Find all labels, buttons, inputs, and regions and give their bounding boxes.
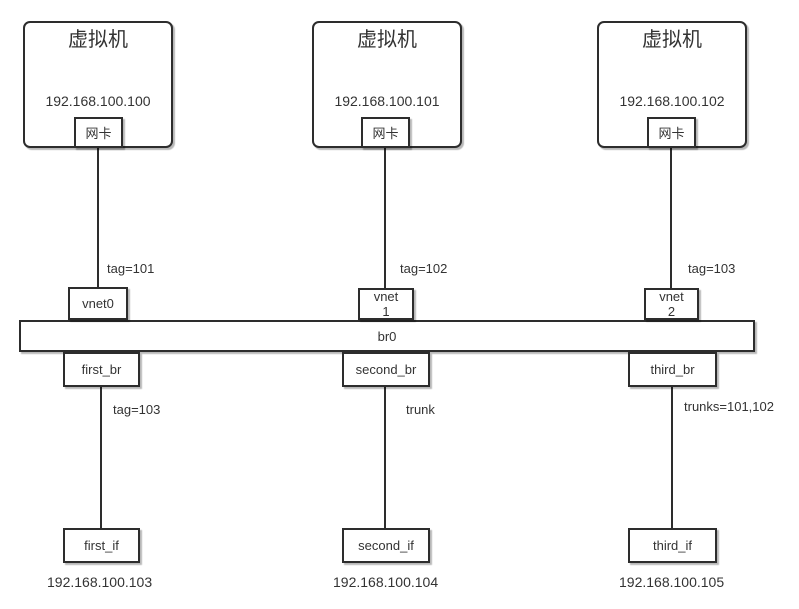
connector-nic3-vnet2 [670, 147, 672, 289]
bridge-br0-bar: br0 [19, 320, 755, 352]
vnet2-box: vnet 2 [644, 288, 699, 320]
vnet1-label: vnet [373, 289, 399, 304]
connector-secondbr-secondif [384, 386, 386, 529]
trunks-label-third-br: trunks=101,102 [684, 399, 774, 414]
vm-box-3: 虚拟机 192.168.100.102 网卡 [597, 21, 747, 148]
vm-box-1: 虚拟机 192.168.100.100 网卡 [23, 21, 173, 148]
vnet1-box: vnet 1 [358, 288, 414, 320]
tag-label-vnet0: tag=101 [107, 261, 155, 276]
second-br-box: second_br [342, 352, 430, 387]
connector-nic2-vnet1 [384, 147, 386, 289]
second-if-ip: 192.168.100.104 [333, 574, 439, 590]
vm2-title: 虚拟机 [357, 29, 417, 51]
vm3-ip: 192.168.100.102 [619, 93, 725, 109]
vm1-title: 虚拟机 [68, 29, 128, 51]
trunk-label-second-br: trunk [406, 402, 435, 417]
vm1-nic-box: 网卡 [74, 117, 123, 148]
first-if-box: first_if [63, 528, 140, 563]
third-if-ip: 192.168.100.105 [619, 574, 725, 590]
third-if-box: third_if [628, 528, 717, 563]
vm-box-2: 虚拟机 192.168.100.101 网卡 [312, 21, 462, 148]
second-if-box: second_if [342, 528, 430, 563]
vnet0-label: vnet0 [82, 296, 114, 311]
connector-firstbr-firstif [100, 386, 102, 529]
vm2-nic-box: 网卡 [361, 117, 410, 148]
third-br-box: third_br [628, 352, 717, 387]
connector-nic1-vnet0 [97, 147, 99, 288]
vm3-title: 虚拟机 [642, 29, 702, 51]
tag-label-vnet1: tag=102 [400, 261, 448, 276]
vm2-ip: 192.168.100.101 [334, 93, 440, 109]
vnet0-box: vnet0 [68, 287, 128, 320]
vm1-ip: 192.168.100.100 [45, 93, 151, 109]
vnet2-label: vnet [659, 289, 684, 304]
tag-label-first-br: tag=103 [113, 402, 161, 417]
first-if-ip: 192.168.100.103 [47, 574, 153, 590]
tag-label-vnet2: tag=103 [688, 261, 736, 276]
first-br-box: first_br [63, 352, 140, 387]
connector-thirdbr-thirdif [671, 386, 673, 529]
vm3-nic-box: 网卡 [647, 117, 696, 148]
